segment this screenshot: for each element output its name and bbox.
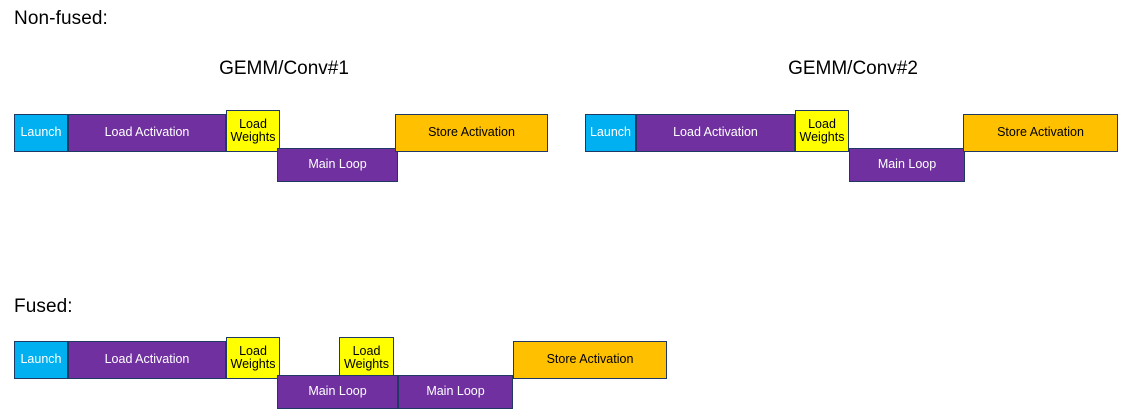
group-title-gemm-conv-2: GEMM/Conv#2: [788, 58, 918, 79]
block-launch-2[interactable]: Launch: [585, 114, 636, 152]
block-load-weights-fused-1[interactable]: Load Weights: [226, 337, 280, 379]
block-main-loop-2[interactable]: Main Loop: [849, 148, 965, 182]
block-load-activation-fused[interactable]: Load Activation: [68, 341, 226, 379]
block-store-activation-2[interactable]: Store Activation: [963, 114, 1118, 152]
block-load-weights-2[interactable]: Load Weights: [795, 110, 849, 152]
block-launch-1[interactable]: Launch: [14, 114, 68, 152]
block-load-weights-1[interactable]: Load Weights: [226, 110, 280, 152]
block-load-activation-2[interactable]: Load Activation: [636, 114, 795, 152]
section-label-non-fused: Non-fused:: [14, 8, 108, 29]
section-label-fused: Fused:: [14, 296, 73, 317]
block-main-loop-1[interactable]: Main Loop: [277, 148, 398, 182]
block-load-weights-fused-2[interactable]: Load Weights: [339, 337, 394, 379]
block-main-loop-fused-2[interactable]: Main Loop: [398, 375, 513, 409]
block-main-loop-fused-1[interactable]: Main Loop: [277, 375, 398, 409]
block-launch-fused[interactable]: Launch: [14, 341, 68, 379]
group-title-gemm-conv-1: GEMM/Conv#1: [219, 58, 349, 79]
block-store-activation-1[interactable]: Store Activation: [395, 114, 548, 152]
block-store-activation-fused[interactable]: Store Activation: [513, 341, 667, 379]
block-load-activation-1[interactable]: Load Activation: [68, 114, 226, 152]
